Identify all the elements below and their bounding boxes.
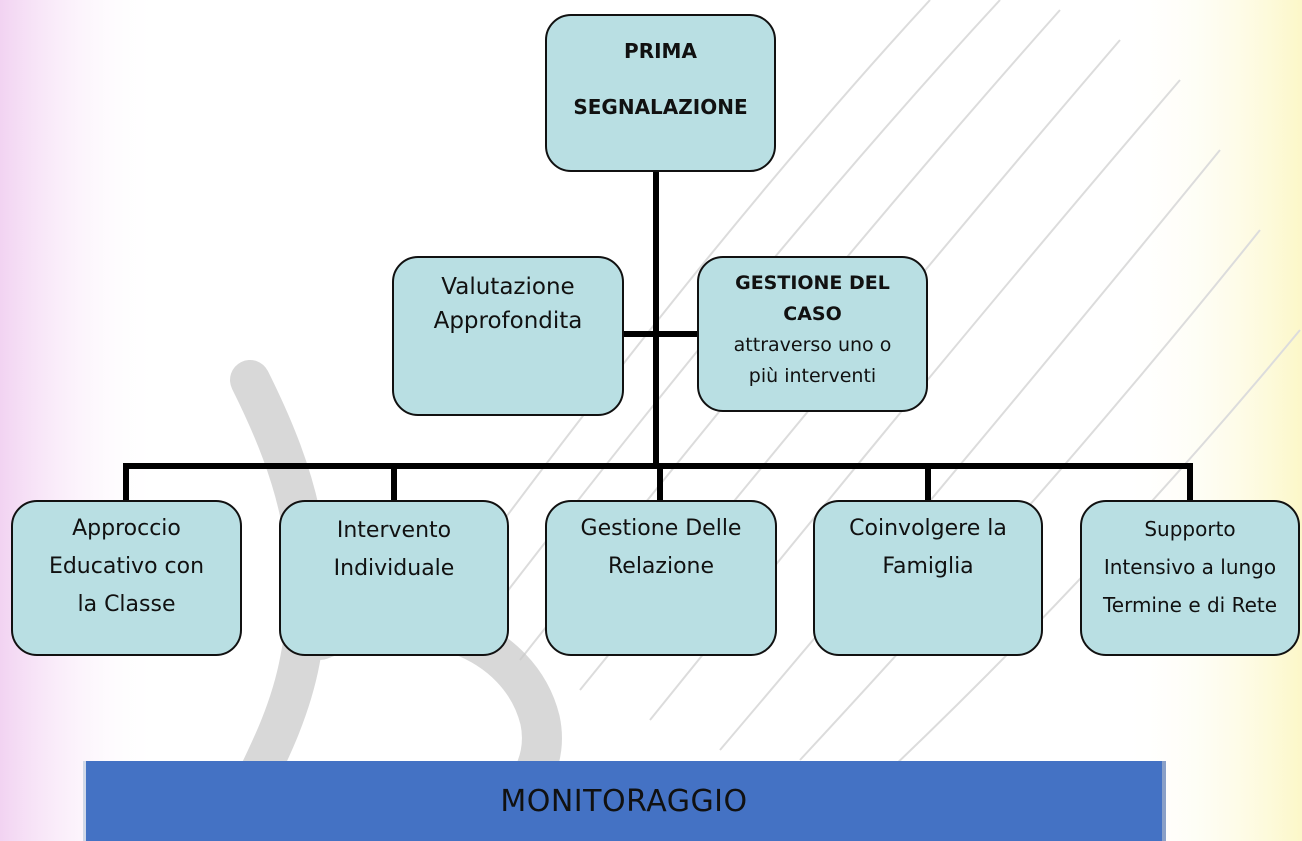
node-valutazione-line1: Valutazione — [441, 274, 575, 300]
node-supporto-intensivo: Supporto Intensivo a lungo Termine e di … — [1080, 500, 1300, 656]
monitoraggio-label: MONITORAGGIO — [500, 783, 748, 819]
node-prima-line2: SEGNALAZIONE — [573, 95, 748, 119]
node-gestione-title1: GESTIONE DEL — [735, 272, 890, 294]
node-relazione-line1: Gestione Delle — [580, 516, 742, 541]
right-yellow-glow — [1120, 0, 1302, 841]
node-gestione-line4: più interventi — [748, 365, 877, 387]
node-supporto-line2: Intensivo a lungo — [1103, 555, 1277, 579]
left-pink-glow — [0, 0, 160, 841]
node-prima-line1: PRIMA — [624, 39, 697, 63]
node-famiglia-line2: Famiglia — [882, 554, 974, 579]
node-intervento-line1: Intervento — [336, 518, 452, 543]
node-gestione-del-caso: GESTIONE DEL CASO attraverso uno o più i… — [697, 256, 928, 412]
node-valutazione-approfondita: Valutazione Approfondita — [392, 256, 624, 416]
node-gestione-relazione: Gestione Delle Relazione — [545, 500, 777, 656]
node-supporto-line1: Supporto — [1144, 517, 1236, 541]
node-relazione-line2: Relazione — [607, 554, 715, 579]
node-famiglia-line1: Coinvolgere la — [849, 516, 1007, 541]
node-intervento-line2: Individuale — [333, 556, 455, 581]
node-gestione-title2: CASO — [783, 303, 842, 325]
node-gestione-line3: attraverso uno o — [733, 334, 892, 356]
monitoraggio-bar: MONITORAGGIO — [86, 761, 1166, 841]
node-approccio-educativo: Approccio Educativo con la Classe — [11, 500, 242, 656]
node-supporto-line3: Termine e di Rete — [1102, 593, 1278, 617]
node-prima-segnalazione: PRIMA SEGNALAZIONE — [545, 14, 776, 172]
node-approccio-line1: Approccio — [72, 516, 181, 541]
node-coinvolgere-famiglia: Coinvolgere la Famiglia — [813, 500, 1043, 656]
node-approccio-line3: la Classe — [77, 592, 176, 617]
node-approccio-line2: Educativo con — [48, 554, 205, 579]
node-valutazione-line2: Approfondita — [433, 308, 583, 334]
node-intervento-individuale: Intervento Individuale — [279, 500, 509, 656]
